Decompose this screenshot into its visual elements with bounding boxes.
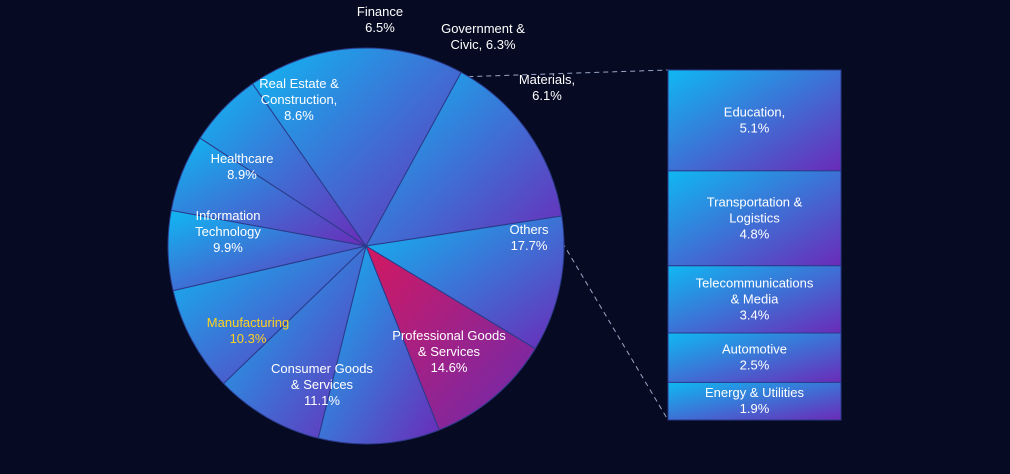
pie-slice-information-technology-label-line: Information (195, 208, 260, 223)
breakdown-segment-education-label-line: 5.1% (740, 120, 770, 135)
breakdown-segment-education (667, 69, 842, 172)
pie-slice-consumer-goods-and-services-label-line: & Services (291, 377, 354, 392)
breakdown-segment-automotive (667, 332, 842, 383)
pie-slice-government-and-civic-label-line: Government & (441, 21, 525, 36)
pie-slice-real-estate-and-construction-label-line: Real Estate & (259, 76, 339, 91)
pie (167, 47, 565, 445)
pie-slice-finance-label-line: Finance (357, 4, 403, 19)
pie-slice-information-technology (317, 244, 440, 445)
pie-slice-materials-label-line: 6.1% (532, 88, 562, 103)
breakdown-segment-transportation-and-logistics-label-line: 4.8% (740, 226, 770, 241)
pie-slice-materials-label-line: Materials, (519, 72, 575, 87)
breakdown-segment-energy-and-utilities (667, 381, 842, 421)
pie-slice-others-label-line: 17.7% (511, 238, 548, 253)
pie-slice-others (251, 47, 462, 247)
breakdown-segment-telecommunications-and-media-label-line: Telecommunications (696, 275, 814, 290)
breakdown-segment-telecommunications-and-media-label-line: & Media (731, 291, 779, 306)
pie-slice-real-estate-and-construction-label-line: 8.6% (284, 108, 314, 123)
pie-slice-healthcare-label-line: 8.9% (227, 167, 257, 182)
pie-slice-government-and-civic-label-line: Civic, 6.3% (450, 37, 515, 52)
pie-slice-materials (199, 83, 367, 247)
pie-slice-real-estate-and-construction (172, 245, 368, 385)
breakdown-bar (667, 69, 842, 421)
pie-slice-healthcare (222, 244, 367, 439)
pie-slice-others-label-line: Others (509, 222, 549, 237)
pie-slice-manufacturing-label-line: 10.3% (230, 331, 267, 346)
pie-slice-manufacturing (364, 244, 536, 431)
pie-slice-professional-goods-and-services-label-line: Professional Goods (392, 328, 506, 343)
breakdown-segment-transportation-and-logistics-label-line: Transportation & (707, 194, 803, 209)
breakdown-segment-telecommunications-and-media (667, 265, 842, 334)
breakdown-segment-education-label-line: Education, (724, 104, 785, 119)
pie-slice-consumer-goods-and-services (364, 215, 565, 350)
breakdown-segment-energy-and-utilities-label-line: Energy & Utilities (705, 385, 804, 400)
pie-slice-healthcare-label-line: Healthcare (211, 151, 274, 166)
pie-slice-consumer-goods-and-services-label-line: Consumer Goods (271, 361, 373, 376)
pie-slice-consumer-goods-and-services-label-line: 11.1% (304, 393, 340, 408)
pie-slice-information-technology-label-line: Technology (195, 224, 261, 239)
pie-slice-finance-label-line: 6.5% (365, 20, 395, 35)
breakdown-segment-automotive-label-line: Automotive (722, 342, 787, 357)
pie-slice-professional-goods-and-services (365, 71, 563, 247)
breakdown-segment-telecommunications-and-media-label-line: 3.4% (740, 307, 770, 322)
pie-slice-professional-goods-and-services-label-line: & Services (418, 344, 481, 359)
pie-slice-information-technology-label-line: 9.9% (213, 240, 243, 255)
breakdown-segment-automotive-label-line: 2.5% (740, 358, 770, 373)
pie-slice-real-estate-and-construction-label-line: Construction, (261, 92, 338, 107)
breakdown-segment-energy-and-utilities-label-line: 1.9% (740, 401, 770, 416)
pie-slice-professional-goods-and-services-label-line: 14.6% (431, 360, 468, 375)
pie-slice-manufacturing-label-line: Manufacturing (207, 315, 289, 330)
breakdown-segment-transportation-and-logistics-label-line: Logistics (729, 210, 780, 225)
breakdown-segment-transportation-and-logistics (667, 170, 842, 267)
